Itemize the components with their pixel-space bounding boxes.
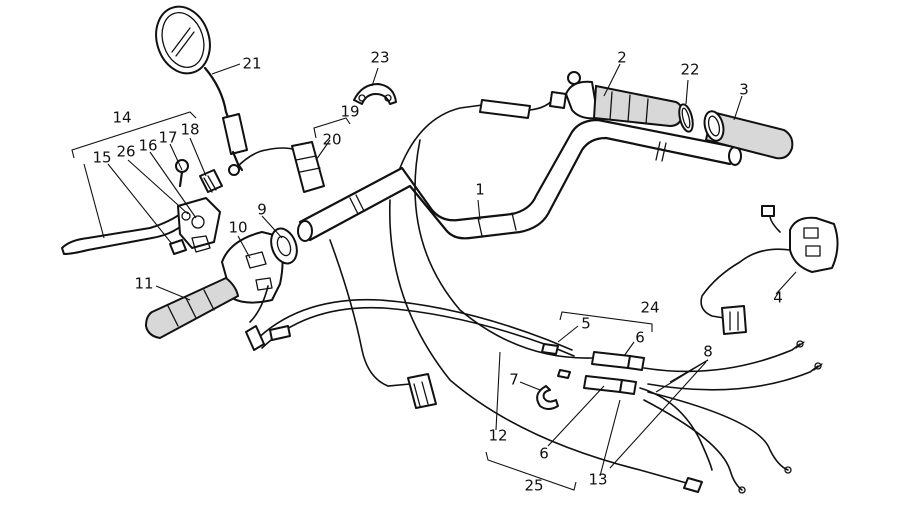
callout-24: 24 — [640, 299, 659, 317]
callout-8: 8 — [703, 343, 713, 361]
callout-9: 9 — [257, 201, 267, 219]
left-switch-and-grip — [144, 227, 298, 340]
callout-19: 19 — [340, 103, 359, 121]
callout-22: 22 — [680, 61, 699, 79]
clutch-lever-assembly — [61, 159, 223, 255]
cables — [245, 139, 823, 494]
callout-25: 25 — [524, 477, 543, 495]
right-switch — [700, 205, 839, 335]
callout-16: 16 — [138, 137, 157, 155]
callout-26: 26 — [116, 143, 135, 161]
callout-12: 12 — [488, 427, 507, 445]
callout-18: 18 — [180, 121, 199, 139]
callout-6a: 6 — [635, 329, 645, 347]
callout-15: 15 — [92, 149, 111, 167]
callout-11: 11 — [134, 275, 153, 293]
callout-4: 4 — [773, 289, 783, 307]
callout-7: 7 — [509, 371, 519, 389]
callout-21: 21 — [242, 55, 261, 73]
leader-lines — [83, 63, 797, 477]
callout-14: 14 — [112, 109, 131, 127]
callout-10: 10 — [228, 219, 247, 237]
handlebar-clamp — [353, 83, 397, 105]
group-brackets — [71, 111, 653, 491]
callout-3: 3 — [739, 81, 749, 99]
callout-23: 23 — [370, 49, 389, 67]
callout-1: 1 — [475, 181, 485, 199]
callout-13: 13 — [588, 471, 607, 489]
callout-20: 20 — [322, 131, 341, 149]
callout-6b: 6 — [539, 445, 549, 463]
handlebar — [297, 118, 742, 242]
callout-2: 2 — [617, 49, 627, 67]
callout-17: 17 — [158, 129, 177, 147]
callout-labels: 1 2 3 4 5 6 6 7 8 9 10 11 12 13 14 15 16… — [92, 49, 782, 495]
mirror — [155, 5, 248, 172]
throttle-grip-assembly — [399, 71, 794, 169]
switch-with-cable — [228, 141, 325, 193]
callout-5: 5 — [581, 315, 591, 333]
